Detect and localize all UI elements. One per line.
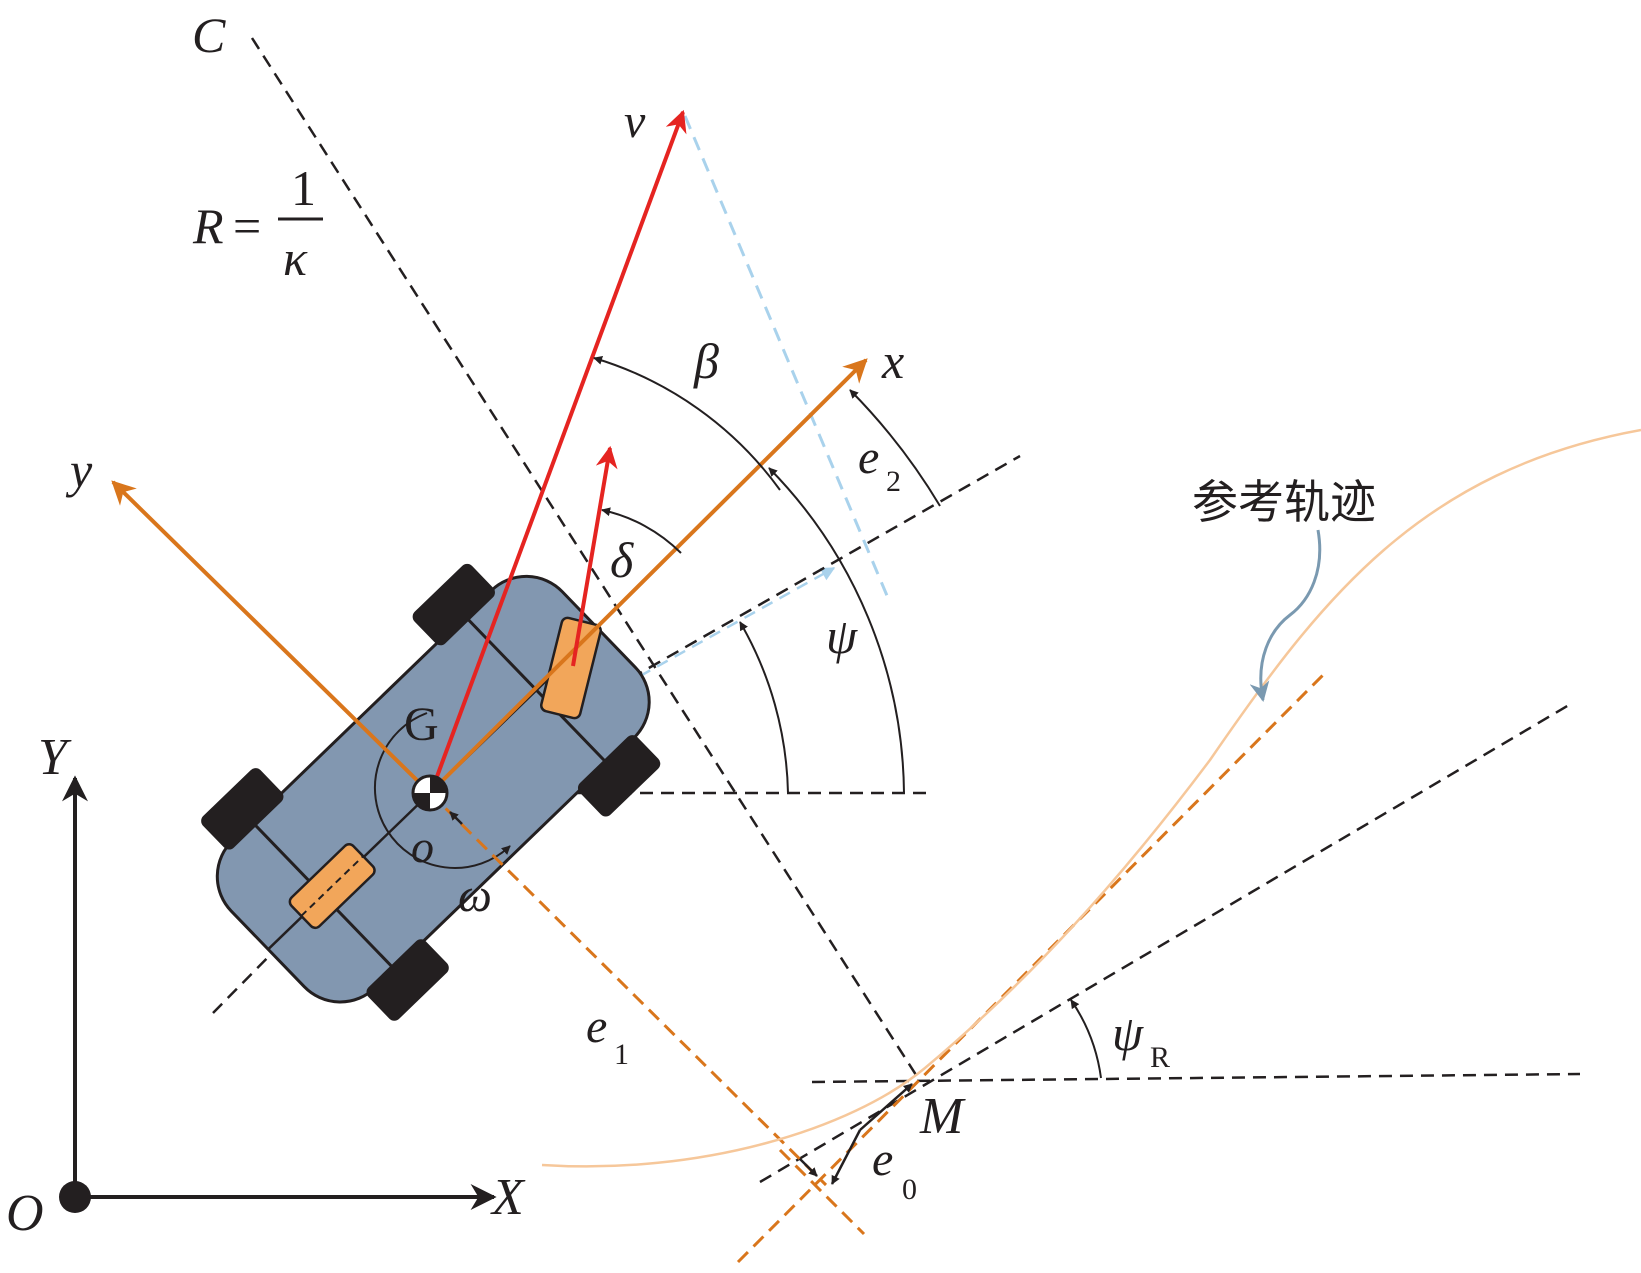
origin-point [59,1181,91,1213]
label-delta: δ [610,532,634,588]
body-y-axis [111,480,432,795]
label-C: C [192,7,226,63]
psi-arc [768,467,905,794]
rear-right-wheel [366,939,449,1021]
normal-line [778,1148,866,1236]
e2-arc [849,389,941,507]
label-e2: e [858,431,879,484]
label-y: y [65,442,93,498]
label-reference-trajectory: 参考轨迹 [1192,475,1376,529]
label-X: X [490,1169,526,1226]
rear-virtual-wheel-dash [300,855,364,917]
psiR-arc [1070,999,1102,1079]
label-omega: ω [458,869,492,922]
label-equals: = [233,198,261,254]
label-psiR: ψ [1112,1005,1144,1061]
label-psi: ψ [826,608,858,664]
label-beta: β [693,333,719,389]
label-e2-subscript: 2 [886,465,901,498]
e0-arrow-down [830,1129,862,1185]
lateral-error-arrow-right [799,1158,818,1177]
yaw-circle-arc [373,712,511,869]
label-psiR-subscript: R [1150,1041,1170,1074]
label-Y: Y [38,729,72,786]
velocity-vector [430,109,687,791]
front-left-wheel [412,563,495,646]
body-x-axis [428,358,868,795]
tangent-line [736,668,1330,1264]
label-v: v [624,95,646,148]
label-R: R [192,198,224,254]
lateral-error-line [428,791,828,1187]
label-G: G [404,698,439,751]
label-e0: e [872,1133,893,1186]
center-of-gravity-icon [411,774,449,812]
delta-arc [601,507,682,554]
label-e1: e [586,1000,607,1053]
label-one: 1 [291,160,316,216]
front-wheel-velocity-vector [571,445,618,667]
label-e1-subscript: 1 [614,1038,629,1071]
curvature-radius-line [250,37,920,1079]
label-M: M [919,1088,966,1145]
front-virtual-wheel [540,616,602,720]
horizontal-reference-line-M [811,1072,1581,1084]
reference-trajectory-curve [541,428,1641,1168]
rear-left-wheel [201,768,284,850]
lateral-error-arrow-left [449,811,463,825]
label-e0-subscript: 0 [902,1173,917,1206]
reference-annotation-arrow [1249,529,1322,702]
heading-angle-arc [739,621,789,794]
label-o: o [411,821,434,872]
beta-arc [593,356,781,491]
e0-arrow-up [859,1083,913,1131]
label-O: O [6,1185,44,1242]
front-right-wheel [577,735,661,817]
label-x: x [881,333,904,389]
light-dashed-guide [683,115,890,599]
label-kappa: κ [283,230,308,286]
